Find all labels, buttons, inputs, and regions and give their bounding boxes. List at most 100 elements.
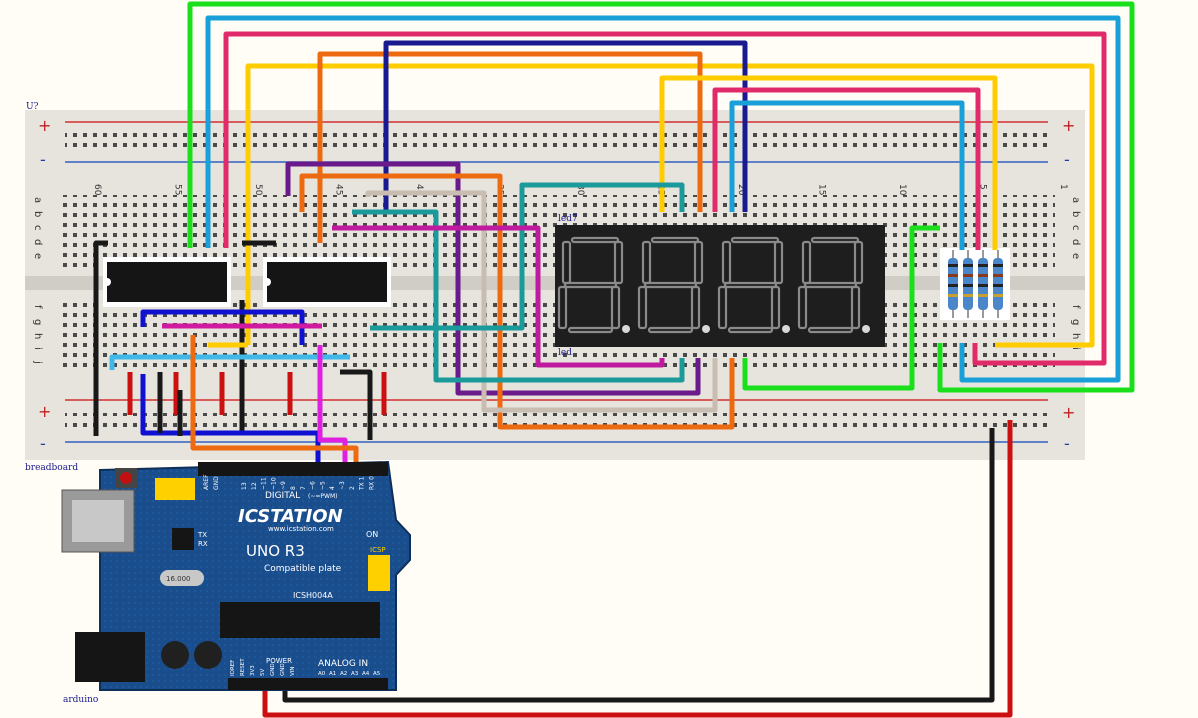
ic-chip-left	[103, 257, 231, 307]
aref-label: AREF	[203, 474, 210, 490]
wire-teal-top	[352, 209, 685, 383]
arduino-tx: TX	[197, 531, 207, 539]
resistor	[963, 250, 973, 318]
digital-pin-label: 2	[349, 486, 356, 490]
rail-plus-bottom-left: +	[38, 402, 51, 421]
wire-green-outer	[187, 1, 1135, 393]
power-pin-label: GND	[280, 663, 286, 676]
rail-minus-top-right: -	[1064, 150, 1070, 169]
digital-pin-label: 8	[290, 486, 297, 490]
row-letter: i	[32, 347, 43, 350]
wire-orange-arduino	[190, 335, 359, 462]
resistor	[978, 250, 988, 318]
digital-pin-label: 13	[241, 482, 248, 490]
red-jumpers	[127, 372, 387, 415]
row-letter: g	[32, 319, 43, 325]
column-number: 60	[92, 184, 102, 196]
wire-cyan-outer	[205, 15, 1121, 383]
wire-black-45	[340, 369, 373, 440]
display-segment	[650, 236, 700, 244]
wire-red-power	[262, 420, 1013, 718]
column-number: 5	[978, 184, 988, 190]
digital-pin-label: ~6	[310, 481, 317, 490]
rail-minus-top-left: -	[40, 150, 46, 169]
gnd-label: GND	[213, 476, 220, 490]
arduino-subtitle: Compatible plate	[264, 564, 342, 574]
icsp-header-usb	[155, 478, 195, 500]
display-digit	[557, 236, 630, 334]
reset-button-cap	[120, 472, 132, 484]
analog-pin-label: A2	[340, 671, 347, 677]
column-number: 55	[173, 184, 183, 195]
display-segment	[807, 326, 854, 334]
wire-purple	[285, 161, 701, 396]
crystal	[160, 570, 204, 586]
wire-teal-display	[370, 182, 685, 331]
display-segment	[723, 281, 778, 289]
display-decimal-point	[622, 325, 630, 333]
rail-plus-top-right: +	[1062, 116, 1075, 135]
row-letter: a	[1070, 197, 1081, 203]
row-letter: b	[1070, 211, 1081, 217]
arduino-on-label: ON	[366, 530, 378, 539]
wire-black-ic-left	[93, 240, 108, 436]
display-digit	[797, 236, 870, 334]
icsp-header	[368, 555, 390, 591]
row-letter: c	[32, 225, 43, 231]
row-letter: a	[32, 197, 43, 203]
analog-pin-label: A1	[329, 671, 336, 677]
analog-pin-label: A3	[351, 671, 359, 677]
power-pin-label: GND	[270, 663, 276, 676]
wire-yellow-display	[659, 75, 998, 250]
column-number: 30	[575, 184, 585, 196]
digital-pin-label: ~11	[261, 477, 268, 490]
power-pin-label: RESET	[240, 658, 246, 676]
analog-pin-label: A0	[318, 671, 326, 677]
ic-chip-right	[263, 257, 391, 307]
digital-pin-label: ~3	[339, 481, 346, 490]
row-letter: d	[32, 239, 43, 245]
display-segment	[810, 236, 860, 244]
breadboard-ref-label: U?	[26, 102, 39, 112]
rail-minus-bottom-right: -	[1064, 434, 1070, 453]
rail-plus-bottom-right: +	[1062, 403, 1075, 422]
row-letter: h	[1070, 333, 1081, 339]
column-number: 15	[817, 184, 827, 195]
column-number: 40	[414, 184, 424, 196]
wire-gray	[365, 190, 718, 413]
display-segment	[567, 326, 614, 334]
display-segment	[693, 240, 704, 285]
rail-minus-bottom-left: -	[40, 434, 46, 453]
analog-pin-label: A4	[362, 671, 370, 677]
display-segment	[643, 281, 698, 289]
row-letter: j	[32, 360, 43, 364]
row-letter: i	[1070, 347, 1081, 350]
wire-lightblue	[109, 354, 350, 370]
digital-pin-label: ~9	[280, 481, 287, 490]
column-number: 50	[253, 184, 263, 196]
arduino-model: UNO R3	[246, 542, 305, 560]
top-rail-holes-b	[65, 142, 1050, 151]
wire-yellow-outer	[245, 63, 1095, 348]
arduino-rx: RX	[198, 540, 208, 548]
atmega-chip	[220, 602, 380, 638]
display-segment	[797, 285, 808, 330]
digital-pin-label: TX 1	[359, 476, 366, 491]
capacitor-left	[161, 641, 189, 669]
digital-header	[198, 462, 388, 476]
top-rail-holes-a	[65, 128, 1050, 137]
digital-pin-label: 4	[329, 486, 336, 490]
row-letter: b	[32, 211, 43, 217]
arduino-digital-header: DIGITAL	[265, 491, 300, 501]
arduino-brand: ICSTATION	[238, 506, 343, 527]
wires	[93, 1, 1135, 718]
analog-pin-label: A5	[373, 671, 381, 677]
breadboard	[25, 110, 1085, 460]
black-jumpers	[157, 372, 183, 436]
arduino-pwm-note: (~=PWM)	[308, 493, 337, 500]
wire-cyan-display	[729, 100, 965, 250]
power-pin-label: 5V	[260, 669, 266, 676]
